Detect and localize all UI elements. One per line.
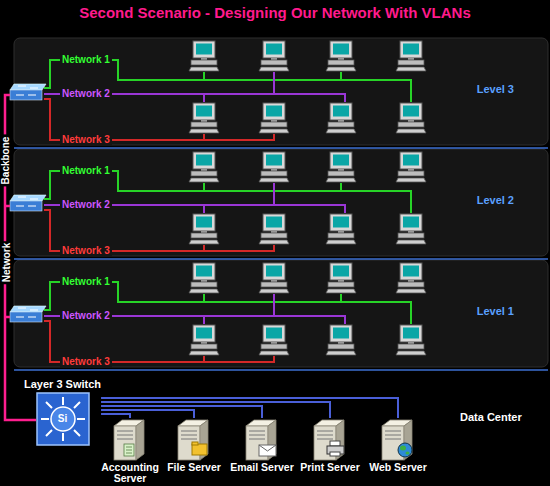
server-label: Email Server [230, 462, 294, 473]
drawing-part [192, 444, 207, 455]
server-label: Web Server [366, 462, 430, 473]
network-label: Network 3 [60, 134, 112, 146]
drawing-part [136, 420, 144, 460]
network-label: Network 1 [60, 54, 112, 66]
server-link [101, 402, 330, 418]
network-label: Network 2 [60, 310, 112, 322]
drawing-part [14, 258, 548, 260]
server-icon [310, 418, 350, 462]
level-label: Level 1 [477, 305, 514, 317]
switch-label: Layer 3 Switch [24, 378, 101, 391]
server-link [101, 414, 130, 418]
server-icon [110, 418, 150, 462]
drawing-part [14, 147, 548, 149]
drawing-part [117, 431, 133, 439]
network-label: Network 3 [60, 356, 112, 368]
server-label: Print Server [298, 462, 362, 473]
drawing-part [14, 148, 548, 370]
server: Email Server [230, 418, 294, 473]
switch-logo: Si [35, 412, 91, 426]
drawing-part [398, 443, 412, 457]
drawing-part [114, 426, 136, 460]
diagram-title: Second Scenario - Designing Our Network … [0, 4, 550, 21]
area-label: Data Center [460, 411, 522, 423]
server: Web Server [366, 418, 430, 473]
drawing-part [10, 38, 548, 145]
drawing-part [14, 369, 548, 371]
level-label: Level 3 [477, 83, 514, 95]
drawing-part [259, 445, 276, 456]
drawing-part [330, 441, 340, 446]
drawing-part [259, 445, 276, 451]
server-label: File Server [162, 462, 226, 473]
network-label: Network 2 [60, 88, 112, 100]
network-label: Network 1 [60, 165, 112, 177]
server-icon [242, 418, 282, 462]
server-label: Accounting Server [98, 462, 162, 484]
drawing-part [249, 431, 265, 439]
drawing-part [400, 446, 406, 451]
layer3-switch: Layer 3 SwitchSi [24, 378, 101, 447]
server-link [101, 410, 194, 418]
drawing-part [10, 260, 548, 367]
drawing-part [330, 452, 340, 456]
server: Print Server [298, 418, 362, 473]
backbone-label: Network [1, 240, 12, 283]
drawing-part [10, 149, 548, 256]
server-link [101, 406, 262, 418]
drawing-part [181, 431, 197, 439]
drawing-part [317, 431, 333, 439]
network-label: Network 1 [60, 276, 112, 288]
drawing-part [124, 444, 134, 456]
server-link [101, 398, 398, 418]
switch-icon: Si [35, 391, 91, 447]
server-icon [174, 418, 214, 462]
network-label: Network 3 [60, 245, 112, 257]
drawing-part [385, 431, 401, 439]
server: Accounting Server [98, 418, 162, 484]
network-label: Network 2 [60, 199, 112, 211]
drawing-part [192, 442, 198, 445]
drawing-part [126, 447, 132, 453]
level-label: Level 2 [477, 194, 514, 206]
server: File Server [162, 418, 226, 473]
server-icon [378, 418, 418, 462]
drawing-part [406, 452, 410, 455]
backbone-label: Backbone [0, 134, 11, 186]
